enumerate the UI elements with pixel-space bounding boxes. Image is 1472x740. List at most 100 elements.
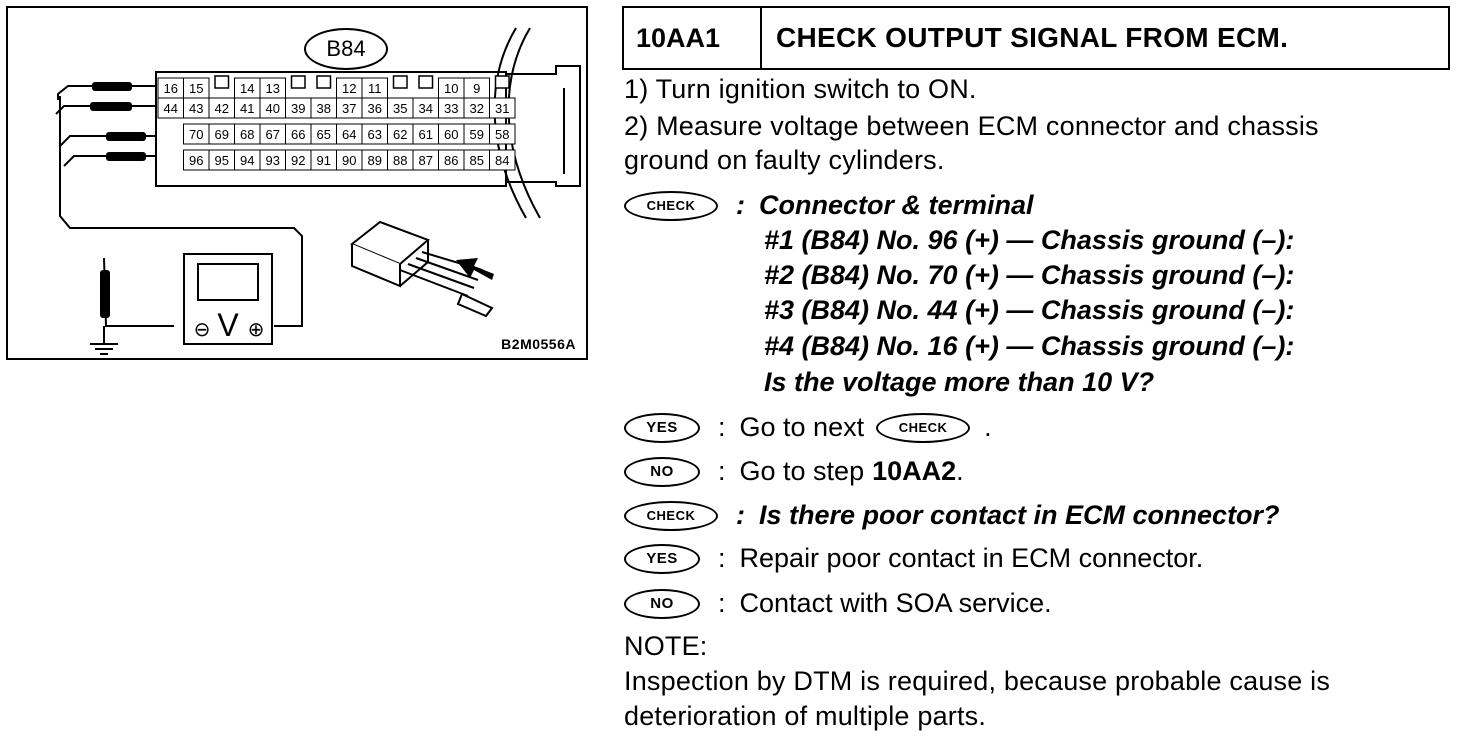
note-label: NOTE: [624, 631, 708, 661]
pin-number: 66 [291, 127, 305, 142]
pin-number: 59 [470, 127, 484, 142]
pin-number: 85 [470, 153, 484, 168]
pin-number: 61 [419, 127, 433, 142]
pin-number: 44 [164, 101, 178, 116]
period: . [984, 412, 992, 442]
yes-result-1: YES : Go to next CHECK . [624, 412, 992, 443]
no-badge-icon: NO [624, 588, 700, 619]
pin-number: 90 [342, 153, 356, 168]
pin-number: 58 [495, 127, 509, 142]
pin-number: 95 [215, 153, 229, 168]
connector-notch [290, 75, 306, 89]
pin-number: 70 [189, 127, 203, 142]
separator: : [718, 543, 726, 573]
terminal-line-2: #2 (B84) No. 70 (+) — Chassis ground (–)… [764, 260, 1295, 290]
separator: : [718, 456, 726, 486]
pin-number: 96 [189, 153, 203, 168]
pin-number: 65 [317, 127, 331, 142]
step-header: 10AA1 CHECK OUTPUT SIGNAL FROM ECM. [622, 6, 1450, 70]
pin-number: 87 [419, 153, 433, 168]
step-reference[interactable]: 10AA2 [872, 456, 957, 486]
pin-number: 33 [444, 101, 458, 116]
step-title: CHECK OUTPUT SIGNAL FROM ECM. [776, 22, 1289, 53]
pin-number: 36 [368, 101, 382, 116]
no-result-2: NO : Contact with SOA service. [624, 588, 1052, 619]
connector-notch [392, 75, 408, 89]
connector-notch [494, 75, 510, 89]
terminal-line-4: #4 (B84) No. 16 (+) — Chassis ground (–)… [764, 331, 1295, 361]
check-connector-terminal: CHECK : Connector & terminal [624, 190, 1034, 221]
pin-number: 60 [444, 127, 458, 142]
pin-number: 40 [266, 101, 280, 116]
pin-cell [489, 149, 516, 171]
pin-number: 35 [393, 101, 407, 116]
pin-number: 89 [368, 153, 382, 168]
insertion-arrow-icon [456, 258, 494, 280]
no-text: Contact with SOA service. [739, 588, 1052, 618]
pin-number: 67 [266, 127, 280, 142]
connector-label: B84 [304, 28, 388, 70]
pin-number: 10 [444, 81, 458, 96]
pin-number: 43 [189, 101, 203, 116]
pin-number: 38 [317, 101, 331, 116]
voltmeter-symbol: V [217, 307, 239, 343]
pin-number: 93 [266, 153, 280, 168]
yes-badge-icon: YES [624, 412, 700, 443]
pin-number: 14 [240, 81, 254, 96]
instruction-2-cont: ground on faulty cylinders. [624, 145, 945, 175]
pin-number: 9 [473, 81, 480, 96]
check-badge-icon: CHECK [624, 500, 718, 531]
note-line-1: Inspection by DTM is required, because p… [624, 666, 1331, 696]
terminal-line-1: #1 (B84) No. 96 (+) — Chassis ground (–)… [764, 225, 1295, 255]
period: . [956, 456, 964, 486]
instruction-1: 1) Turn ignition switch to ON. [624, 74, 977, 104]
pin-number: 41 [240, 101, 254, 116]
pin-cell [489, 123, 516, 145]
note-line-2: deterioration of multiple parts. [624, 701, 987, 731]
separator: : [736, 500, 745, 530]
pin-number: 13 [266, 81, 280, 96]
connector-notch [214, 75, 230, 89]
yes-badge-icon: YES [624, 543, 700, 574]
pin-number: 91 [317, 153, 331, 168]
check-question-1: Is the voltage more than 10 V? [764, 367, 1155, 397]
yes-result-2: YES : Repair poor contact in ECM connect… [624, 543, 1203, 574]
yes-text: Go to next [739, 412, 865, 442]
no-text: Go to step [739, 456, 865, 486]
pin-number: 37 [342, 101, 356, 116]
no-result-1: NO : Go to step 10AA2 . [624, 456, 964, 487]
minus-terminal-icon: ⊖ [194, 317, 211, 341]
connector-detail-icon [350, 220, 494, 318]
pin-number: 39 [291, 101, 305, 116]
pin-cell [489, 97, 516, 119]
pin-number: 42 [215, 101, 229, 116]
pin-number: 15 [189, 81, 203, 96]
pin-number: 16 [164, 81, 178, 96]
check-question-2: Is there poor contact in ECM connector? [759, 500, 1280, 530]
pin-number: 62 [393, 127, 407, 142]
yes-text: Repair poor contact in ECM connector. [739, 543, 1204, 573]
instruction-2: 2) Measure voltage between ECM connector… [624, 111, 1319, 141]
pin-number: 68 [240, 127, 254, 142]
separator: : [718, 412, 726, 442]
pin-number: 34 [419, 101, 433, 116]
terminal-line-3: #3 (B84) No. 44 (+) — Chassis ground (–)… [764, 295, 1295, 325]
check-badge-icon: CHECK [624, 190, 718, 221]
check-poor-contact: CHECK : Is there poor contact in ECM con… [624, 500, 1280, 531]
connector-notch [418, 75, 434, 89]
separator: : [736, 190, 745, 220]
pin-number: 92 [291, 153, 305, 168]
separator: : [718, 588, 726, 618]
pin-number: 94 [240, 153, 254, 168]
pin-number: 11 [368, 81, 382, 96]
pin-number: 69 [215, 127, 229, 142]
pin-number: 32 [470, 101, 484, 116]
check-heading: Connector & terminal [759, 190, 1034, 220]
figure-code: B2M0556A [501, 336, 576, 352]
pin-number: 88 [393, 153, 407, 168]
connector-notch [316, 75, 332, 89]
pin-number: 84 [495, 153, 509, 168]
plus-terminal-icon: ⊕ [248, 317, 265, 341]
